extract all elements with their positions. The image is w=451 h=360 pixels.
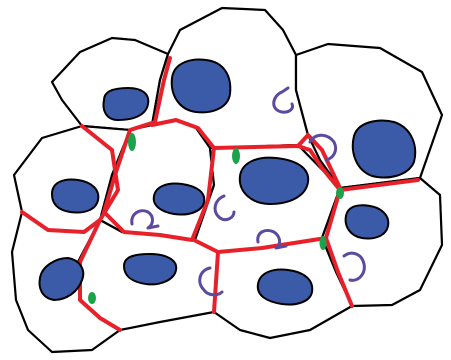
golgi-hook: [342, 251, 366, 282]
gap-junction-dot: [319, 236, 327, 250]
nucleus: [351, 119, 417, 179]
nucleus: [122, 252, 178, 286]
gap-junctions: [88, 133, 344, 304]
nuclei: [38, 58, 417, 306]
golgi-hook: [130, 209, 160, 230]
nucleus: [38, 256, 85, 302]
gap-junction-dot: [128, 133, 136, 151]
nucleus: [170, 58, 232, 114]
golgi-hook: [256, 228, 288, 250]
tight-junction: [212, 144, 420, 192]
tight-junction: [324, 236, 354, 308]
tight-junction: [296, 133, 342, 190]
golgi-hook: [272, 86, 294, 114]
tight-junction: [102, 56, 216, 242]
nucleus: [152, 182, 206, 216]
nucleus: [102, 86, 150, 122]
nucleus: [256, 268, 314, 306]
tight-junction: [212, 250, 220, 314]
golgi-hook: [198, 266, 224, 297]
nucleus: [344, 204, 390, 240]
gap-junction-dot: [336, 187, 344, 199]
nucleus: [238, 156, 310, 206]
gap-junction-dot: [232, 148, 240, 164]
golgi-hook: [213, 194, 236, 222]
tight-junction: [192, 188, 342, 254]
gap-junction-dot: [88, 292, 96, 304]
nucleus: [50, 178, 100, 214]
golgi-hook: [308, 133, 338, 162]
tight-junction: [78, 218, 122, 332]
tight-junctions: [20, 56, 420, 332]
golgi-apparatus: [130, 86, 366, 297]
